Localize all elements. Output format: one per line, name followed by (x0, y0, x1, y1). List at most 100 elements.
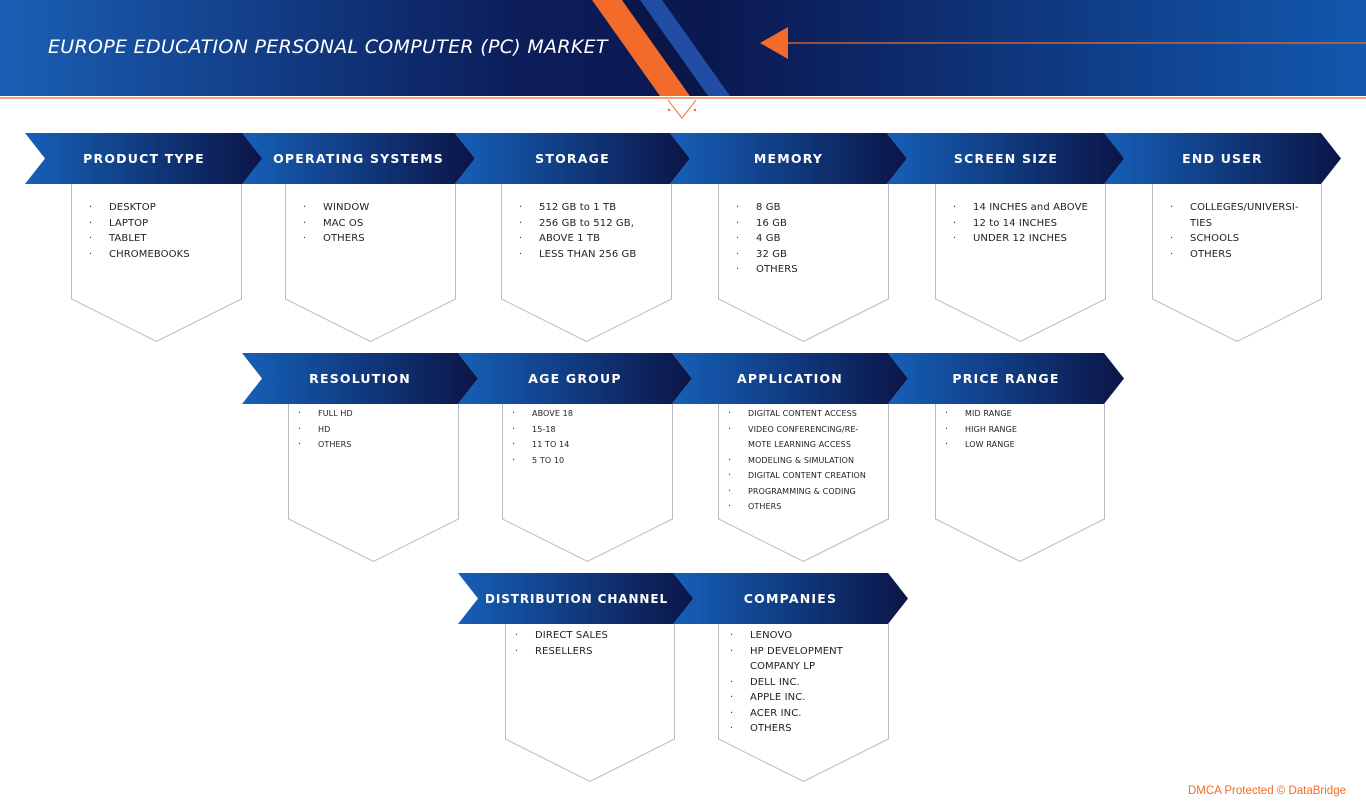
list-item: DESKTOP (89, 200, 242, 216)
segment-box-memory: 8 GB 16 GB 4 GB 32 GB OTHERS (718, 184, 889, 343)
page-title: EUROPE EDUCATION PERSONAL COMPUTER (PC) … (48, 36, 608, 58)
segment-header-storage: STORAGE (455, 133, 690, 184)
list-item: MOTE LEARNING ACCESS (748, 440, 852, 449)
segment-label: APPLICATION (737, 371, 843, 386)
list-item: LESS THAN 256 GB (519, 247, 672, 263)
segment-list: 14 INCHES and ABOVE 12 to 14 INCHES UNDE… (935, 184, 1106, 247)
list-item: TABLET (89, 231, 242, 247)
segment-box-age-group: ABOVE 18 15-18 11 TO 14 5 TO 10 (502, 404, 673, 563)
list-item: DIRECT SALES (515, 628, 675, 644)
segment-label: PRODUCT TYPE (83, 151, 205, 166)
list-item: 15-18 (512, 422, 673, 438)
segment-list: 8 GB 16 GB 4 GB 32 GB OTHERS (718, 184, 889, 278)
list-item: LOW RANGE (945, 437, 1105, 453)
list-item: MODELING & SIMULATION (728, 453, 889, 469)
segment-label: STORAGE (535, 151, 610, 166)
list-item: OTHERS (303, 231, 456, 247)
banner-graphic (0, 0, 1366, 96)
segment-list: MID RANGE HIGH RANGE LOW RANGE (935, 404, 1105, 453)
segment-box-storage: 512 GB to 1 TB 256 GB to 512 GB, ABOVE 1… (501, 184, 672, 343)
segment-list: DIRECT SALES RESELLERS (505, 624, 675, 659)
segment-header-distribution-channel: DISTRIBUTION CHANNEL (458, 573, 695, 624)
list-item: OTHERS (736, 262, 889, 278)
segment-label: OPERATING SYSTEMS (273, 151, 444, 166)
list-item: DIGITAL CONTENT CREATION (728, 468, 889, 484)
segment-box-end-user: COLLEGES/UNIVERSI- TIES SCHOOLS OTHERS (1152, 184, 1322, 343)
list-item: DIGITAL CONTENT ACCESS (728, 406, 889, 422)
segment-box-resolution: FULL HD HD OTHERS (288, 404, 459, 563)
list-item: ABOVE 1 TB (519, 231, 672, 247)
segment-header-product-type: PRODUCT TYPE (25, 133, 263, 184)
segment-label: MEMORY (753, 151, 824, 166)
list-item: OTHERS (1170, 247, 1322, 263)
segment-list: WINDOW MAC OS OTHERS (285, 184, 456, 247)
list-item: 12 to 14 INCHES (953, 216, 1106, 232)
segment-box-product-type: DESKTOP LAPTOP TABLET CHROMEBOOKS (71, 184, 242, 343)
segment-label: RESOLUTION (309, 371, 411, 386)
list-item: HP DEVELOPMENT (730, 644, 889, 660)
list-item: LAPTOP (89, 216, 242, 232)
list-item: 256 GB to 512 GB, (519, 216, 672, 232)
list-item: 4 GB (736, 231, 889, 247)
list-item: UNDER 12 INCHES (953, 231, 1106, 247)
list-item: ACER INC. (730, 706, 889, 722)
list-item: TIES (1190, 217, 1213, 229)
segment-list: 512 GB to 1 TB 256 GB to 512 GB, ABOVE 1… (501, 184, 672, 262)
segment-label: END USER (1182, 151, 1263, 166)
segment-list: LENOVO HP DEVELOPMENT COMPANY LP DELL IN… (718, 624, 889, 737)
segment-box-companies: LENOVO HP DEVELOPMENT COMPANY LP DELL IN… (718, 624, 889, 783)
list-item: HD (298, 422, 459, 438)
list-item: 32 GB (736, 247, 889, 263)
segment-header-end-user: END USER (1104, 133, 1341, 184)
segment-box-distribution-channel: DIRECT SALES RESELLERS (505, 624, 675, 783)
segment-list: FULL HD HD OTHERS (288, 404, 459, 453)
header-banner: EUROPE EDUCATION PERSONAL COMPUTER (PC) … (0, 0, 1366, 96)
list-item: OTHERS (728, 499, 889, 515)
header-rule (0, 97, 1366, 119)
segment-box-screen-size: 14 INCHES and ABOVE 12 to 14 INCHES UNDE… (935, 184, 1106, 343)
segment-label: SCREEN SIZE (953, 151, 1059, 166)
segment-header-resolution: RESOLUTION (242, 353, 478, 404)
segment-label: AGE GROUP (528, 371, 622, 386)
list-item: CHROMEBOOKS (89, 247, 242, 263)
segment-header-companies: COMPANIES (673, 573, 908, 624)
segment-label: COMPANIES (743, 591, 838, 606)
segment-box-operating-systems: WINDOW MAC OS OTHERS (285, 184, 456, 343)
list-item: 5 TO 10 (512, 453, 673, 469)
list-item: APPLE INC. (730, 690, 889, 706)
segment-label: PRICE RANGE (952, 371, 1060, 386)
list-item: 11 TO 14 (512, 437, 673, 453)
segment-box-price-range: MID RANGE HIGH RANGE LOW RANGE (935, 404, 1105, 563)
list-item: 512 GB to 1 TB (519, 200, 672, 216)
list-item: DELL INC. (730, 675, 889, 691)
segment-box-application: DIGITAL CONTENT ACCESS VIDEO CONFERENCIN… (718, 404, 889, 563)
dmca-notice[interactable]: DMCA Protected © DataBridge (1187, 785, 1346, 797)
list-item: COMPANY LP (750, 661, 816, 672)
segment-header-screen-size: SCREEN SIZE (887, 133, 1125, 184)
list-item: LENOVO (730, 628, 889, 644)
list-item: WINDOW (303, 200, 456, 216)
list-item: PROGRAMMING & CODING (728, 484, 889, 500)
list-item: COLLEGES/UNIVERSI- (1170, 200, 1322, 216)
segment-header-application: APPLICATION (672, 353, 908, 404)
list-item: RESELLERS (515, 644, 675, 660)
list-item: HIGH RANGE (945, 422, 1105, 438)
list-item: OTHERS (298, 437, 459, 453)
list-item: MAC OS (303, 216, 456, 232)
segment-label: DISTRIBUTION CHANNEL (485, 591, 668, 606)
arrow-left-icon (760, 27, 788, 59)
segment-list: ABOVE 18 15-18 11 TO 14 5 TO 10 (502, 404, 673, 468)
list-item: MID RANGE (945, 406, 1105, 422)
list-item: FULL HD (298, 406, 459, 422)
segment-header-memory: MEMORY (670, 133, 907, 184)
segment-list: COLLEGES/UNIVERSI- TIES SCHOOLS OTHERS (1152, 184, 1322, 262)
segment-header-age-group: AGE GROUP (458, 353, 692, 404)
segment-header-price-range: PRICE RANGE (888, 353, 1124, 404)
segment-header-operating-systems: OPERATING SYSTEMS (242, 133, 475, 184)
segment-list: DESKTOP LAPTOP TABLET CHROMEBOOKS (71, 184, 242, 262)
list-item: 8 GB (736, 200, 889, 216)
list-item: 14 INCHES and ABOVE (953, 200, 1106, 216)
list-item: VIDEO CONFERENCING/RE- (728, 422, 889, 438)
list-item: 16 GB (736, 216, 889, 232)
segment-list: DIGITAL CONTENT ACCESS VIDEO CONFERENCIN… (718, 404, 889, 515)
